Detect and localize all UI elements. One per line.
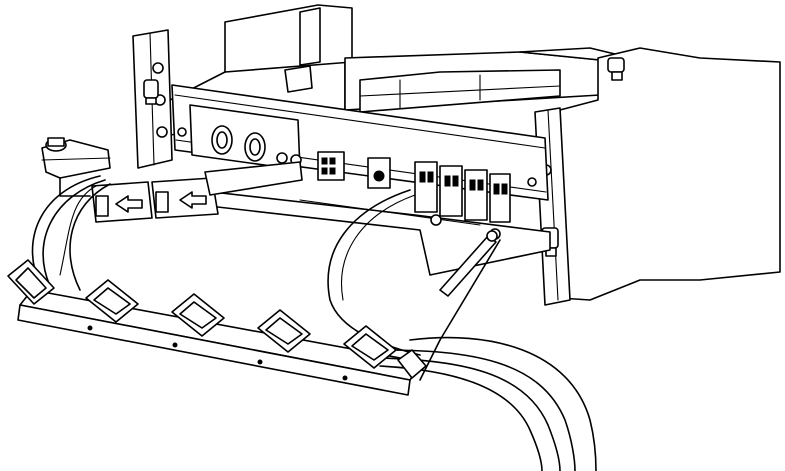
retainer-clip-6 bbox=[397, 349, 427, 379]
retainer-clip-5 bbox=[343, 325, 397, 369]
arrow-left-icon bbox=[179, 191, 207, 209]
clip-bracket bbox=[204, 161, 303, 196]
thumbscrew-icon bbox=[607, 57, 625, 81]
retainer-clip-2 bbox=[85, 279, 139, 323]
retainer-clip-1 bbox=[7, 259, 55, 305]
cable-bundle bbox=[31, 175, 597, 471]
cable-clip bbox=[91, 181, 153, 223]
left-mounting-bracket bbox=[132, 29, 173, 169]
cable-clip bbox=[151, 177, 219, 219]
panel-screw-icon bbox=[177, 127, 537, 187]
support-arm bbox=[419, 230, 501, 381]
retainer-clip-3 bbox=[171, 293, 225, 337]
left-hinge-arm bbox=[41, 137, 111, 197]
arrow-left-icon bbox=[115, 195, 143, 213]
duplex-connectors bbox=[414, 161, 511, 223]
lower-tray bbox=[194, 189, 551, 276]
thumbscrew-icon bbox=[143, 79, 159, 105]
round-connector-icon bbox=[244, 132, 266, 162]
port-icon bbox=[367, 157, 391, 189]
retainer-clip-4 bbox=[257, 309, 311, 353]
front-panel bbox=[171, 84, 549, 223]
connector-block bbox=[317, 151, 345, 181]
round-connector-icon bbox=[211, 125, 233, 155]
cable-retainer-clips bbox=[7, 259, 427, 379]
